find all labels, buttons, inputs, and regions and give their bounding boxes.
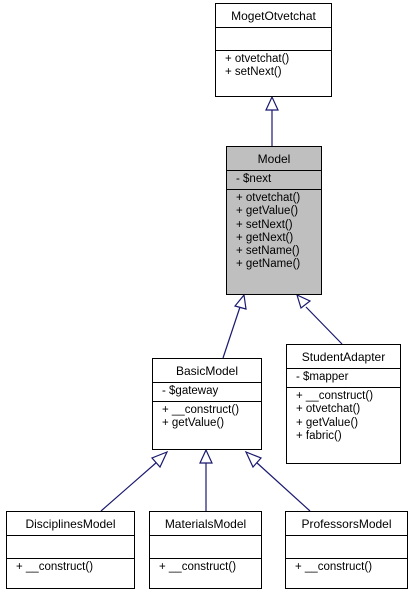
class-professors-model[interactable]: ProfessorsModel + __construct() — [285, 511, 408, 589]
operation: + setNext() — [225, 66, 282, 79]
attributes-section: - $next — [227, 171, 321, 191]
attributes-section — [7, 536, 134, 559]
operations-section: + __construct() + otvetchat() + getValue… — [287, 388, 400, 446]
operation: + __construct() — [16, 561, 94, 573]
arrowhead-basic-right — [244, 450, 263, 469]
attribute: - $mapper — [296, 371, 349, 383]
operations-section: + __construct() — [150, 559, 261, 577]
attribute: - $next — [236, 173, 272, 185]
operations-section: + otvetchat() + getValue() + setNext() +… — [227, 190, 321, 274]
class-name: StudentAdapter — [287, 345, 400, 369]
arrowhead-model-right — [296, 293, 312, 310]
class-name: MaterialsModel — [150, 512, 261, 536]
attribute: - $gateway — [162, 385, 219, 397]
class-name: MogetOtvetchat — [216, 4, 331, 28]
attributes-section: - $mapper — [287, 369, 400, 389]
class-name: DisciplinesModel — [7, 512, 134, 536]
class-materials-model[interactable]: MaterialsModel + __construct() — [149, 511, 262, 589]
operation: + getName() — [236, 258, 301, 271]
operation: + __construct() — [159, 561, 237, 573]
class-model[interactable]: Model - $next + otvetchat() + getValue()… — [226, 146, 322, 295]
class-disciplines-model[interactable]: DisciplinesModel + __construct() — [6, 511, 135, 589]
operation: + otvetchat() — [225, 53, 290, 65]
class-basic-model[interactable]: BasicModel - $gateway + __construct() + … — [152, 358, 262, 450]
operation: + getValue() — [296, 416, 359, 429]
attributes-section: - $gateway — [153, 383, 261, 403]
class-moget-otvetchat[interactable]: MogetOtvetchat + otvetchat() + setNext() — [215, 3, 332, 97]
operation: + otvetchat() — [236, 192, 301, 205]
class-name: BasicModel — [153, 359, 261, 383]
attributes-section — [286, 536, 407, 559]
operations-section: + __construct() — [286, 559, 407, 577]
arrowhead-model-left — [233, 293, 247, 310]
operations-section: + __construct() — [7, 559, 134, 577]
operation: + __construct() — [295, 561, 373, 573]
operation: + setNext() — [236, 218, 293, 231]
arrowhead-moget — [265, 95, 279, 111]
attributes-section — [150, 536, 261, 559]
class-name: Model — [227, 147, 321, 171]
edge-basic-model — [222, 306, 241, 359]
operation: + otvetchat() — [296, 403, 361, 416]
operation: + fabric() — [296, 429, 342, 442]
edge-student-model — [305, 306, 343, 345]
attributes-section — [216, 28, 331, 51]
edge-professors-basic — [255, 461, 311, 512]
operations-section: + __construct() + getValue() — [153, 402, 261, 433]
operation: + setName() — [236, 245, 300, 258]
edge-disciplines-basic — [100, 461, 158, 512]
class-name: ProfessorsModel — [286, 512, 407, 536]
operation: + __construct() — [296, 390, 374, 403]
operation: + getValue() — [162, 417, 225, 430]
arrowhead-basic-mid — [199, 448, 213, 464]
class-student-adapter[interactable]: StudentAdapter - $mapper + __construct()… — [286, 344, 401, 464]
operations-section: + otvetchat() + setNext() — [216, 51, 331, 82]
operation: + getValue() — [236, 205, 299, 218]
arrowhead-basic-left — [150, 450, 169, 469]
operation: + getNext() — [236, 231, 294, 244]
operation: + __construct() — [162, 404, 240, 417]
